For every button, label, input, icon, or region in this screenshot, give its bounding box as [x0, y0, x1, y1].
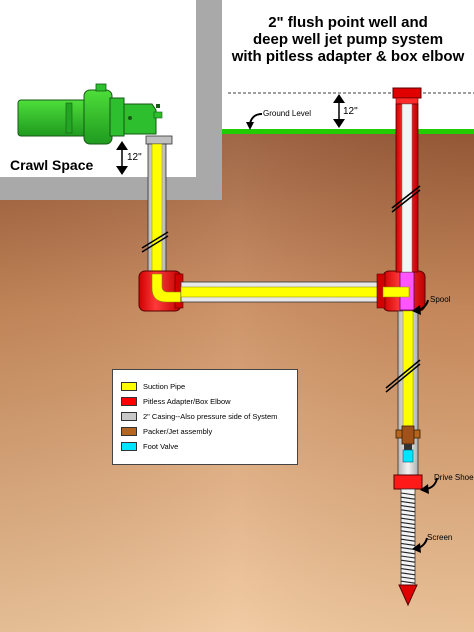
screen-slot	[400, 551, 416, 555]
legend-label: Packer/Jet assembly	[143, 426, 213, 436]
legend-swatch	[121, 441, 137, 451]
legend-label: 2" Casing--Also pressure side of System	[143, 411, 278, 421]
screen-slot	[400, 580, 416, 584]
ground-level-label: Ground Level	[263, 109, 312, 118]
screen-slot	[400, 496, 416, 500]
legend-item: Suction Pipe	[121, 380, 185, 392]
screen-slot	[400, 513, 416, 517]
drive-shoe-label: Drive Shoe	[434, 473, 474, 482]
screen-slot	[400, 563, 416, 567]
well-screen	[400, 488, 416, 586]
screen-slot	[400, 559, 416, 563]
legend-item: Packer/Jet assembly	[121, 425, 212, 437]
screen-slot	[400, 521, 416, 525]
top-dimension-label: 12"	[342, 106, 359, 117]
spool-label: Spool	[430, 295, 451, 304]
packer-jet-assembly	[395, 425, 421, 450]
screen-slot	[400, 526, 416, 530]
screen-slot	[400, 517, 416, 521]
screen-slot	[400, 509, 416, 513]
legend-label: Suction Pipe	[143, 381, 186, 391]
foot-valve	[402, 449, 414, 463]
legend-swatch	[121, 396, 137, 406]
legend-swatch	[121, 381, 137, 391]
legend-label: Pitless Adapter/Box Elbow	[143, 396, 231, 406]
screen-slot	[400, 572, 416, 576]
legend-item: Foot Valve	[121, 440, 178, 452]
legend-item: Pitless Adapter/Box Elbow	[121, 395, 231, 407]
horizontal-suction-pipe	[180, 286, 384, 298]
drive-shoe	[393, 474, 423, 490]
foundation-slab	[0, 177, 222, 200]
screen-slot	[400, 555, 416, 559]
legend-swatch	[121, 411, 137, 421]
screen-slot	[400, 500, 416, 504]
screen-slot	[400, 505, 416, 509]
screen-slot	[400, 568, 416, 572]
title-line-2: deep well jet pump system	[252, 31, 444, 48]
crawl-space-label: Crawl Space	[10, 157, 94, 173]
legend-swatch	[121, 426, 137, 436]
title-line-1: 2" flush point well and	[268, 14, 428, 31]
screen-slot	[400, 538, 416, 542]
screen-slot	[400, 530, 416, 534]
legend: Suction Pipe Pitless Adapter/Box Elbow 2…	[112, 369, 298, 465]
legend-item: 2" Casing--Also pressure side of System	[121, 410, 277, 422]
screen-slot	[400, 534, 416, 538]
screen-slot	[400, 492, 416, 496]
drive-point	[398, 584, 418, 607]
jet-pump	[17, 83, 163, 145]
legend-label: Foot Valve	[143, 441, 179, 451]
crawl-dimension-label: 12"	[126, 152, 143, 163]
screen-slot	[400, 576, 416, 580]
crawl-suction-pipe	[151, 143, 163, 277]
crawl-pipe-flange	[145, 135, 173, 145]
screen-slot	[400, 542, 416, 546]
title-line-3: with pitless adapter & box elbow	[231, 48, 465, 65]
well-cap	[392, 87, 422, 99]
screen-label: Screen	[427, 533, 453, 542]
foundation-wall	[196, 0, 222, 200]
grass-line	[222, 129, 474, 134]
